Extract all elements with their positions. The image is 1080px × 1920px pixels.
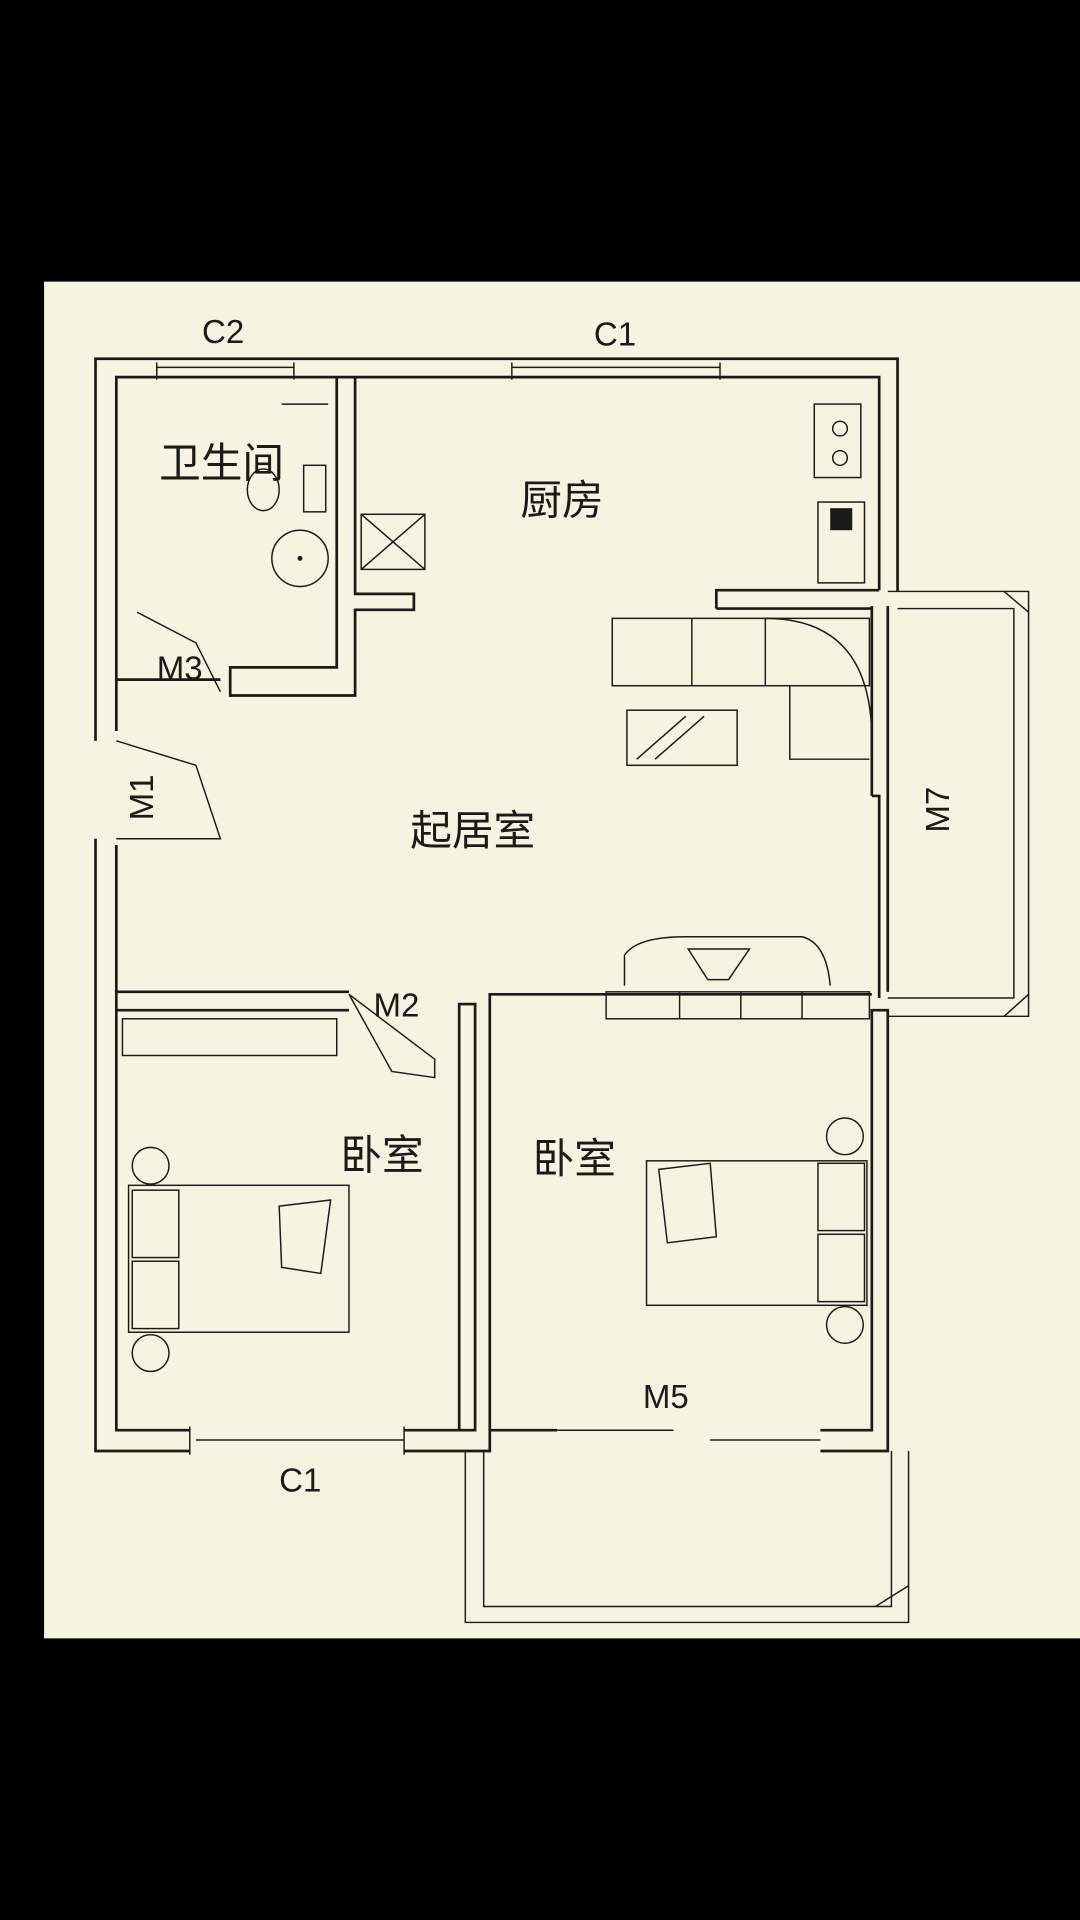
door-label-m1: M1 bbox=[124, 774, 161, 820]
walls bbox=[94, 357, 1030, 1624]
door-label-m5: M5 bbox=[643, 1379, 689, 1416]
wardrobe bbox=[121, 1018, 338, 1057]
door-label-m7: M7 bbox=[920, 787, 957, 833]
window-label-c1-bottom: C1 bbox=[279, 1462, 321, 1499]
room-label-kitchen: 厨房 bbox=[520, 475, 603, 524]
door-swings bbox=[116, 611, 436, 1079]
window-label-c1-top: C1 bbox=[594, 316, 636, 353]
door-label-m3: M3 bbox=[157, 651, 203, 688]
room-label-bathroom: 卫生间 bbox=[159, 439, 284, 488]
tv-cabinet bbox=[605, 936, 871, 1020]
room-label-living-room: 起居室 bbox=[410, 806, 535, 855]
bed-right bbox=[645, 1117, 868, 1344]
room-label-bedroom-right: 卧室 bbox=[533, 1134, 616, 1183]
window-label-c2: C2 bbox=[202, 314, 244, 351]
door-label-m2: M2 bbox=[373, 987, 419, 1024]
plan-paper bbox=[44, 281, 1080, 1639]
bathroom-fixtures bbox=[246, 403, 426, 588]
kitchen-fixtures bbox=[611, 403, 873, 767]
room-label-bedroom-left: 卧室 bbox=[340, 1130, 423, 1179]
bed-left bbox=[127, 1146, 350, 1373]
